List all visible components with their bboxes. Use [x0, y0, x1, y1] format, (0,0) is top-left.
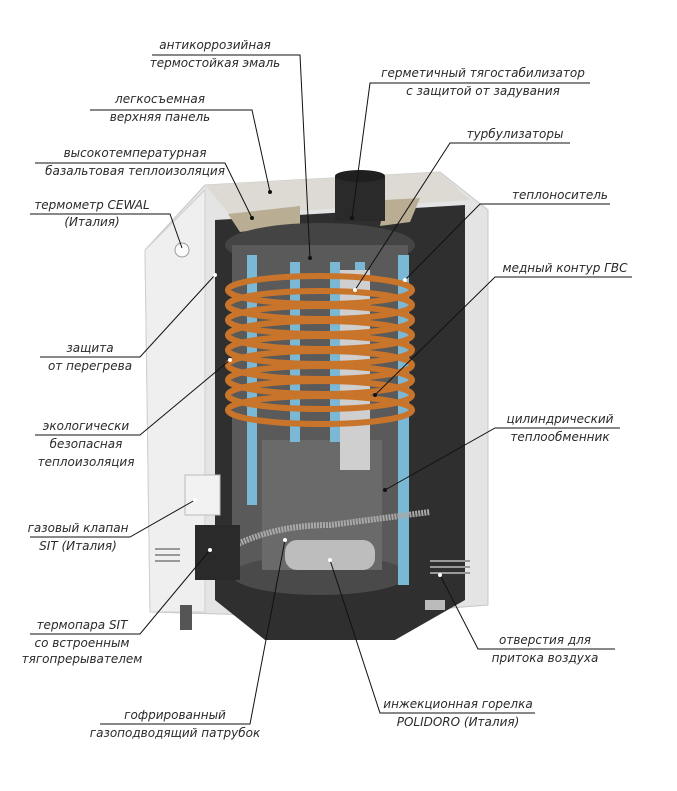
label-line: теплоизоляция — [37, 455, 135, 469]
gas-valve-body — [184, 474, 221, 516]
label-line: отверстия для — [498, 633, 592, 647]
label-line: термометр CEWAL — [34, 198, 150, 212]
foot-right — [425, 600, 445, 610]
label-line: SIT (Италия) — [39, 539, 117, 553]
label-line: цилиндрический — [506, 412, 614, 426]
label-air-holes: отверстия для притока воздуха — [492, 633, 599, 665]
label-line: высокотемпературная — [63, 146, 207, 160]
label-thermometer: термометр CEWAL (Италия) — [34, 198, 149, 229]
label-line: экологически — [42, 419, 130, 433]
label-line: антикоррозийная — [159, 38, 271, 52]
label-line: гофрированный — [124, 708, 226, 722]
valve-box — [195, 525, 240, 580]
label-line: термостойкая эмаль — [149, 56, 281, 70]
label-line: герметичный тягостабилизатор — [381, 66, 585, 80]
label-line: защита — [66, 341, 114, 355]
label-line: теплообменник — [510, 430, 610, 444]
flue-pipe — [335, 176, 385, 221]
label-line: с защитой от задувания — [406, 84, 560, 98]
label-line: верхняя панель — [109, 110, 211, 124]
label-line: базальтовая теплоизоляция — [45, 164, 225, 178]
label-coolant: теплоноситель — [512, 188, 608, 202]
label-top-panel: легкосъемная верхняя панель — [110, 92, 210, 124]
label-line: POLIDORO (Италия) — [396, 715, 520, 729]
label-line: (Италия) — [64, 215, 120, 229]
label-line: термопара SIT — [36, 618, 128, 632]
label-copper-circuit: медный контур ГВС — [503, 261, 628, 275]
label-basalt: высокотемпературная базальтовая теплоизол… — [45, 146, 225, 178]
label-thermocouple: термопара SIT со встроенным тягопрерывател… — [22, 618, 143, 666]
label-turbulators: турбулизаторы — [467, 127, 564, 141]
label-draft-stabilizer: герметичный тягостабилизатор с защитой от… — [381, 66, 585, 98]
label-line: безопасная — [49, 437, 123, 451]
label-overheat: защита от перегрева — [48, 341, 132, 373]
air-vents — [155, 548, 470, 574]
thermometer-dial — [174, 242, 190, 258]
label-eco-insulation: экологически безопасная теплоизоляция — [38, 419, 135, 469]
leader-dots-light — [193, 273, 442, 577]
label-line: легкосъемная — [115, 92, 205, 106]
label-line: газовый клапан — [27, 521, 129, 535]
label-gas-pipe: гофрированный газоподводящий патрубок — [90, 708, 260, 740]
label-line: турбулизаторы — [466, 127, 564, 141]
copper-coil — [225, 273, 415, 427]
label-line: теплоноситель — [512, 188, 608, 202]
label-line: медный контур ГВС — [502, 261, 628, 275]
label-line: со встроенным — [34, 636, 130, 650]
label-line: инжекционная горелка — [383, 697, 533, 711]
label-line: от перегрева — [47, 359, 133, 373]
label-line: тягопрерывателем — [21, 652, 143, 666]
leader-lines — [30, 54, 632, 725]
flue-top — [335, 170, 385, 182]
label-heat-exchanger: цилиндрический теплообменник — [507, 412, 614, 444]
label-line: притока воздуха — [491, 651, 599, 665]
foot-left — [180, 605, 192, 630]
label-enamel: антикоррозийная термостойкая эмаль — [150, 38, 280, 70]
label-line: газоподводящий патрубок — [89, 726, 261, 740]
leader-dots — [250, 190, 387, 492]
burner-tubes — [285, 540, 375, 570]
